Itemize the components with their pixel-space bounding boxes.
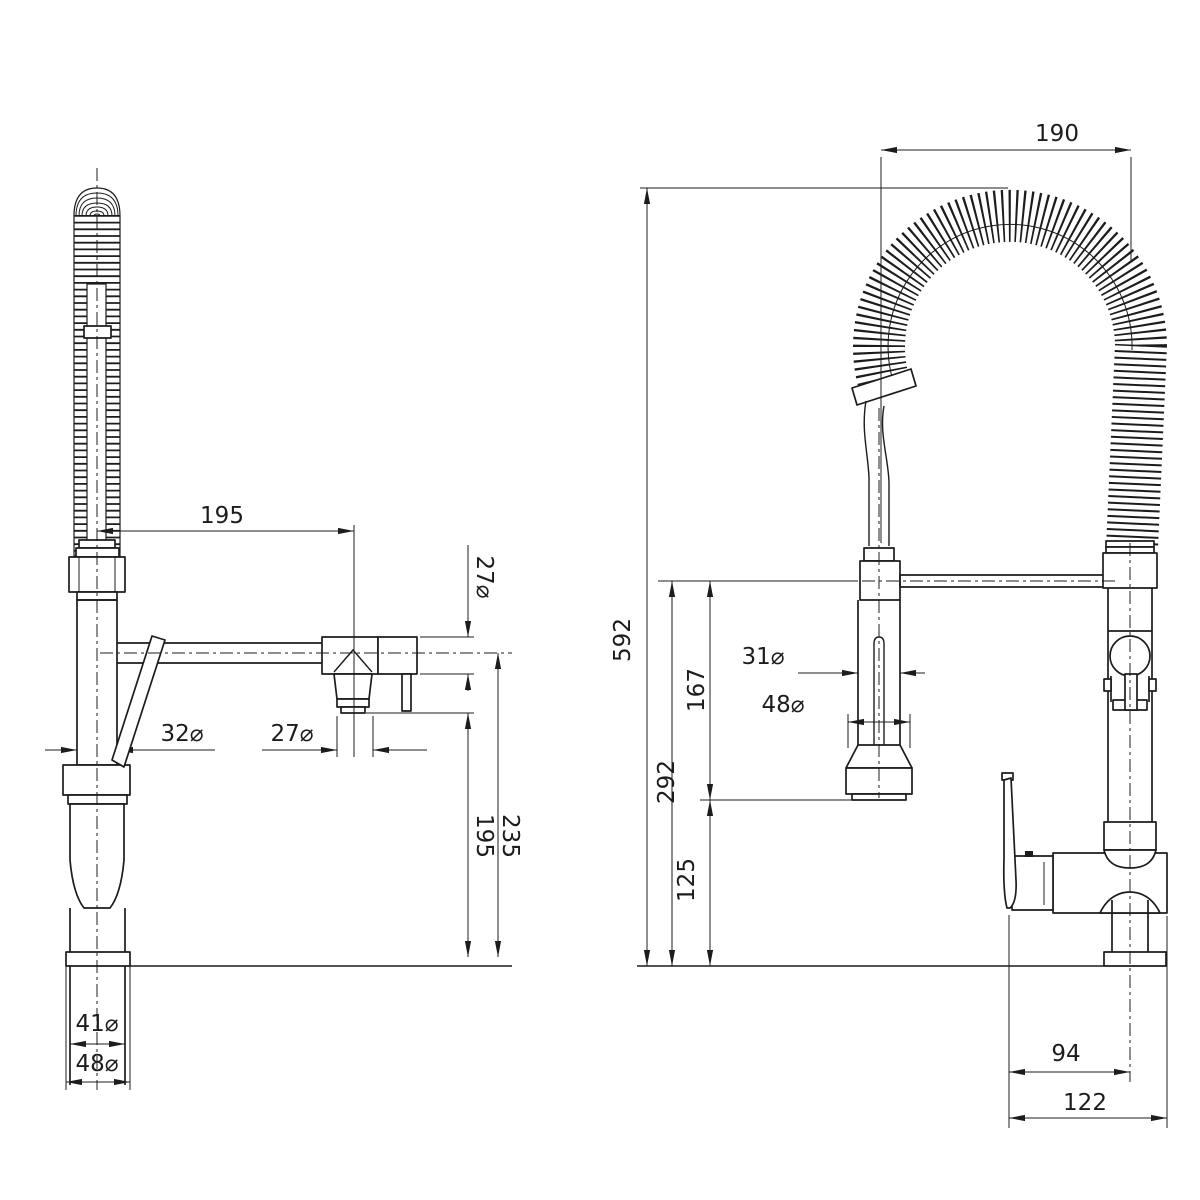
- spout-leg: [1111, 900, 1149, 952]
- outlet-funnel: [333, 673, 373, 700]
- hose-drop: [863, 400, 890, 546]
- label-head-clearance: 125: [674, 858, 700, 902]
- label-body-dia: 32⌀: [160, 721, 203, 747]
- tapered-body: [69, 803, 125, 909]
- outlet-lip: [340, 706, 366, 714]
- label-overall-height: 592: [610, 618, 636, 662]
- shank-upper: [69, 908, 126, 952]
- deck-flange-side: [1103, 951, 1167, 967]
- deck-flange: [65, 951, 131, 967]
- label-height-outlet: 195: [471, 814, 497, 858]
- lever-handle: [111, 635, 166, 768]
- ext-48: [65, 966, 131, 1090]
- side-view: 190 592 31⌀ 48⌀ 167 292 125 94 122: [610, 121, 1168, 1128]
- label-arm-dia: 27⌀: [471, 555, 497, 598]
- label-handle-reach: 94: [1051, 1041, 1080, 1067]
- body-column: [1107, 588, 1153, 822]
- ext-27out: [336, 716, 374, 757]
- handle-set-screw: [1025, 851, 1033, 857]
- label-height-arm-center: 235: [497, 814, 523, 858]
- label-hose-span: 190: [1035, 121, 1079, 147]
- handle-hub: [1011, 855, 1054, 911]
- inner-hose-arc: [887, 223, 1133, 385]
- coil-end-cap: [851, 368, 917, 406]
- label-base-depth: 122: [1063, 1090, 1107, 1116]
- label-spout-reach: 195: [200, 503, 244, 529]
- head-clip-hook-left: [1103, 678, 1112, 692]
- label-head-drop: 167: [684, 668, 710, 712]
- label-outlet-dia: 27⌀: [270, 721, 313, 747]
- label-head-dia: 48⌀: [761, 692, 804, 718]
- head-clip-slot: [1124, 673, 1138, 711]
- head-clip-hook-right: [1148, 678, 1157, 692]
- tee-ball-joint: [333, 648, 373, 673]
- side-outlet-pipe: [401, 673, 412, 712]
- handle-blade: [1002, 777, 1017, 909]
- shank-lower: [69, 966, 126, 1085]
- front-view: 195 27⌀ 32⌀ 27⌀ 195 235 41⌀ 48⌀: [45, 168, 523, 1090]
- hose-nut-facets: [78, 557, 116, 592]
- label-arm-height: 292: [654, 760, 680, 804]
- label-wand-dia: 31⌀: [741, 644, 784, 670]
- outlet-aerator: [336, 698, 370, 708]
- label-shank-dia: 41⌀: [75, 1011, 118, 1037]
- tee-block-right: [377, 636, 418, 675]
- label-base-dia: 48⌀: [75, 1051, 118, 1077]
